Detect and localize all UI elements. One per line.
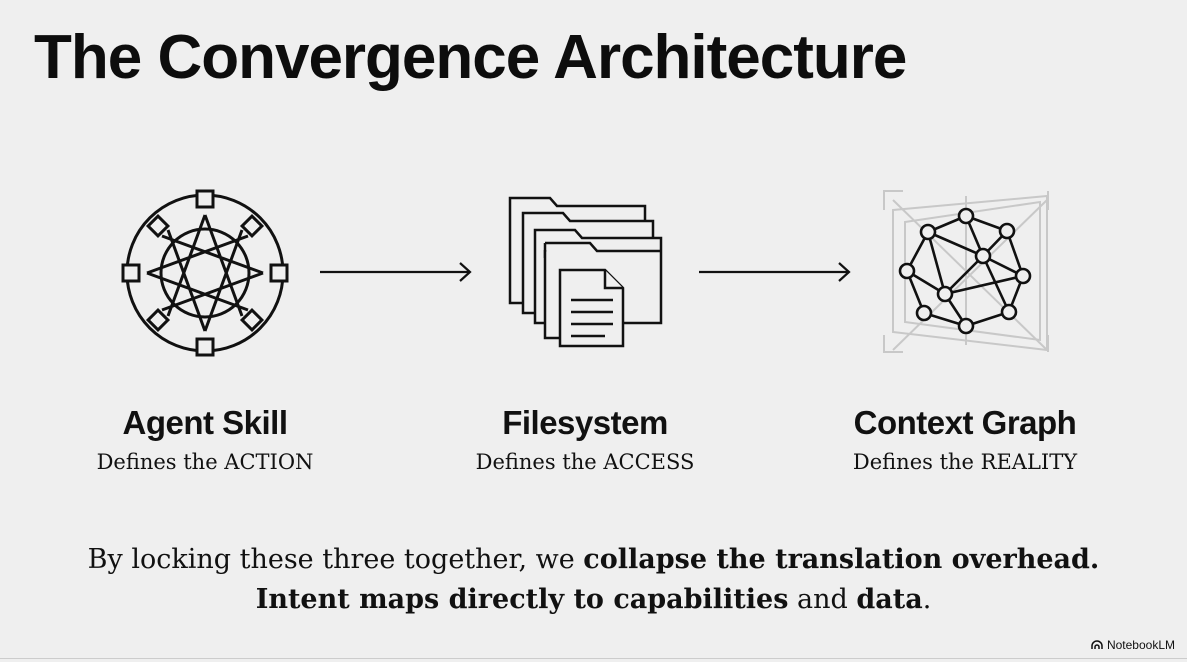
pillar-title: Filesystem [502,404,668,441]
pillar-filesystem: Filesystem Defines the ACCESS [425,404,745,474]
notebooklm-logo-icon [1091,640,1103,649]
summary-bold: collapse the translation overhead. [583,544,1100,575]
pillar-title: Context Graph [853,404,1077,441]
summary-plain: . [922,584,932,615]
pillar-agent-skill: Agent Skill Defines the ACTION [45,404,365,474]
pillar-subtitle: Defines the ACTION [96,450,314,474]
arrow-icon [699,262,851,282]
ring-network-icon [121,189,289,357]
pillar-subtitle: Defines the REALITY [852,450,1078,474]
notebooklm-brand: NotebookLM [1091,638,1175,652]
summary-plain: By locking these three together, we [87,544,584,575]
summary-bold: Intent maps directly to capabilities [255,584,789,615]
slide-title: The Convergence Architecture [34,23,907,92]
divider [0,658,1187,659]
pillar-title: Agent Skill [122,404,288,441]
stacked-folders-document-icon [508,196,663,348]
arrow-icon [320,262,472,282]
pillar-subtitle: Defines the ACCESS [475,450,695,474]
brand-label: NotebookLM [1106,638,1175,652]
summary-text: By locking these three together, we coll… [0,540,1187,620]
node-graph-icon [883,190,1049,353]
summary-plain: and [788,584,857,615]
summary-bold: data [856,584,923,615]
pillar-context-graph: Context Graph Defines the REALITY [805,404,1125,474]
